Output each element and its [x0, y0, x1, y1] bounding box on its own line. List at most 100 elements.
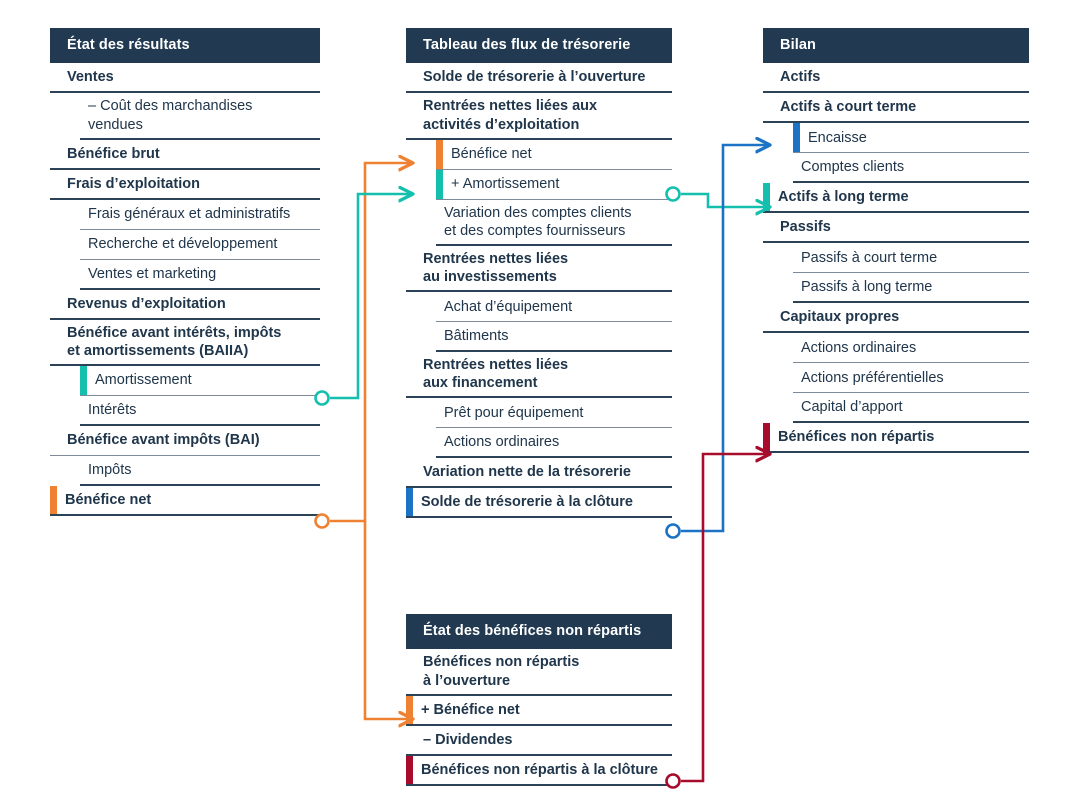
connector-closing-cash-blue — [665, 145, 770, 539]
connector-net-income-orange — [314, 163, 413, 719]
cashflow-row: Solde de trésorerie à l’ouverture — [406, 63, 672, 94]
income-row-label: Impôts — [88, 461, 132, 478]
balance-sheet-row: Capitaux propres — [763, 303, 1029, 334]
cashflow-row: Solde de trésorerie à la clôture — [406, 488, 672, 519]
cashflow-row: Achat d’équipement — [436, 292, 672, 323]
income-row: Ventes et marketing — [80, 260, 320, 290]
income-row-label: Intérêts — [88, 401, 137, 418]
cashflow-row: Prêt pour équipement — [436, 398, 672, 429]
balance-sheet-row-label: Actifs à long terme — [778, 189, 909, 206]
income-row-label: Frais généraux et administratifs — [88, 206, 291, 223]
cashflow-row-label: Variation nette de la trésorerie — [423, 464, 631, 481]
statement-income-title: État des résultats — [50, 28, 320, 64]
income-row-label: Bénéfice net — [65, 491, 152, 508]
balance-sheet-row-label: Actifs à court terme — [780, 99, 917, 116]
cashflow-row-label: Bénéfice net — [451, 146, 532, 163]
balance-sheet-row: Passifs à court terme — [793, 243, 1029, 274]
retained-earnings-row-label: Bénéfices non répartis à la clôture — [421, 761, 658, 778]
balance-sheet-row-accent-bar — [793, 123, 800, 153]
statement-retained-earnings-title: État des bénéfices non répartis — [406, 614, 672, 650]
cashflow-row-label: Actions ordinaires — [444, 434, 560, 451]
income-row-accent-bar — [80, 365, 87, 395]
connector-node-closing-cash — [665, 523, 681, 539]
balance-sheet-row-label: Actifs — [780, 69, 821, 86]
balance-sheet-row: Capital d’apport — [793, 393, 1029, 424]
income-row-label: Frais d’exploitation — [67, 175, 200, 192]
balance-sheet-row: Passifs à long terme — [793, 273, 1029, 304]
income-row: Impôts — [80, 456, 320, 486]
cashflow-row-label: Solde de trésorerie à l’ouverture — [423, 69, 646, 86]
cashflow-row: Actions ordinaires — [436, 428, 672, 459]
cashflow-row-label: Bâtiments — [444, 328, 509, 345]
income-row-label: Bénéfice avant impôts (BAI) — [67, 432, 260, 449]
balance-sheet-row: Actifs à long terme — [763, 183, 1029, 214]
income-row-label: Recherche et développement — [88, 236, 278, 253]
income-row: Amortissement — [80, 365, 320, 396]
income-row-label: Ventes et marketing — [88, 265, 217, 282]
income-row-accent-bar — [50, 485, 57, 514]
cashflow-row-accent-bar — [436, 139, 443, 169]
retained-earnings-row: – Dividendes — [406, 726, 672, 756]
income-row-label: Bénéfice brut — [67, 145, 160, 162]
balance-sheet-row-label: Encaisse — [808, 129, 867, 146]
balance-sheet-row-label: Passifs à long terme — [801, 279, 933, 296]
income-row: Intérêts — [80, 396, 320, 426]
balance-sheet-row-label: Passifs à court terme — [801, 249, 938, 266]
balance-sheet-row-label: Bénéfices non répartis — [778, 429, 935, 446]
balance-sheet-row-label: Comptes clients — [801, 159, 905, 176]
balance-sheet-row: Actifs — [763, 63, 1029, 94]
retained-earnings-row-label: + Bénéfice net — [421, 701, 520, 718]
retained-earnings-row-label: – Dividendes — [423, 731, 513, 748]
income-row: Ventes — [50, 63, 320, 94]
balance-sheet-row-label: Passifs — [780, 219, 831, 236]
income-row: Revenus d’exploitation — [50, 290, 320, 320]
cashflow-row-accent-bar — [436, 169, 443, 199]
income-row-label: Amortissement — [95, 372, 192, 389]
balance-sheet-row-label: Actions préférentielles — [801, 369, 944, 386]
cashflow-row-accent-bar — [406, 488, 413, 517]
balance-sheet-row-label: Capital d’apport — [801, 399, 903, 416]
retained-earnings-row-accent-bar — [406, 755, 413, 784]
income-row-label: Revenus d’exploitation — [67, 295, 226, 312]
cashflow-row-label: Achat d’équipement — [444, 298, 573, 315]
income-row: Frais généraux et administratifs — [80, 200, 320, 230]
statement-balance-sheet-title: Bilan — [763, 28, 1029, 64]
cashflow-row-label: Prêt pour équipement — [444, 404, 584, 421]
connector-depreciation-teal — [314, 194, 413, 406]
cashflow-row: Variation nette de la trésorerie — [406, 458, 672, 489]
balance-sheet-row-label: Capitaux propres — [780, 309, 900, 326]
income-row: Recherche et développement — [80, 230, 320, 260]
balance-sheet-row: Comptes clients — [793, 153, 1029, 184]
connector-node-net-income — [314, 513, 330, 529]
retained-earnings-row: + Bénéfice net — [406, 695, 672, 726]
cashflow-row: Bénéfice net — [436, 139, 672, 170]
income-row-label: Ventes — [67, 69, 114, 86]
cashflow-row-label: + Amortissement — [451, 176, 560, 193]
income-row: Bénéfice net — [50, 485, 320, 516]
cashflow-row: Bâtiments — [436, 322, 672, 353]
balance-sheet-row-accent-bar — [763, 423, 770, 452]
balance-sheet-row-label: Actions ordinaires — [801, 339, 917, 356]
connector-retained-earnings-darkred — [665, 454, 770, 789]
balance-sheet-row: Actions ordinaires — [793, 333, 1029, 364]
income-row: Bénéfice brut — [50, 140, 320, 170]
balance-sheet-row: Passifs — [763, 213, 1029, 244]
balance-sheet-row: Actifs à court terme — [763, 93, 1029, 124]
